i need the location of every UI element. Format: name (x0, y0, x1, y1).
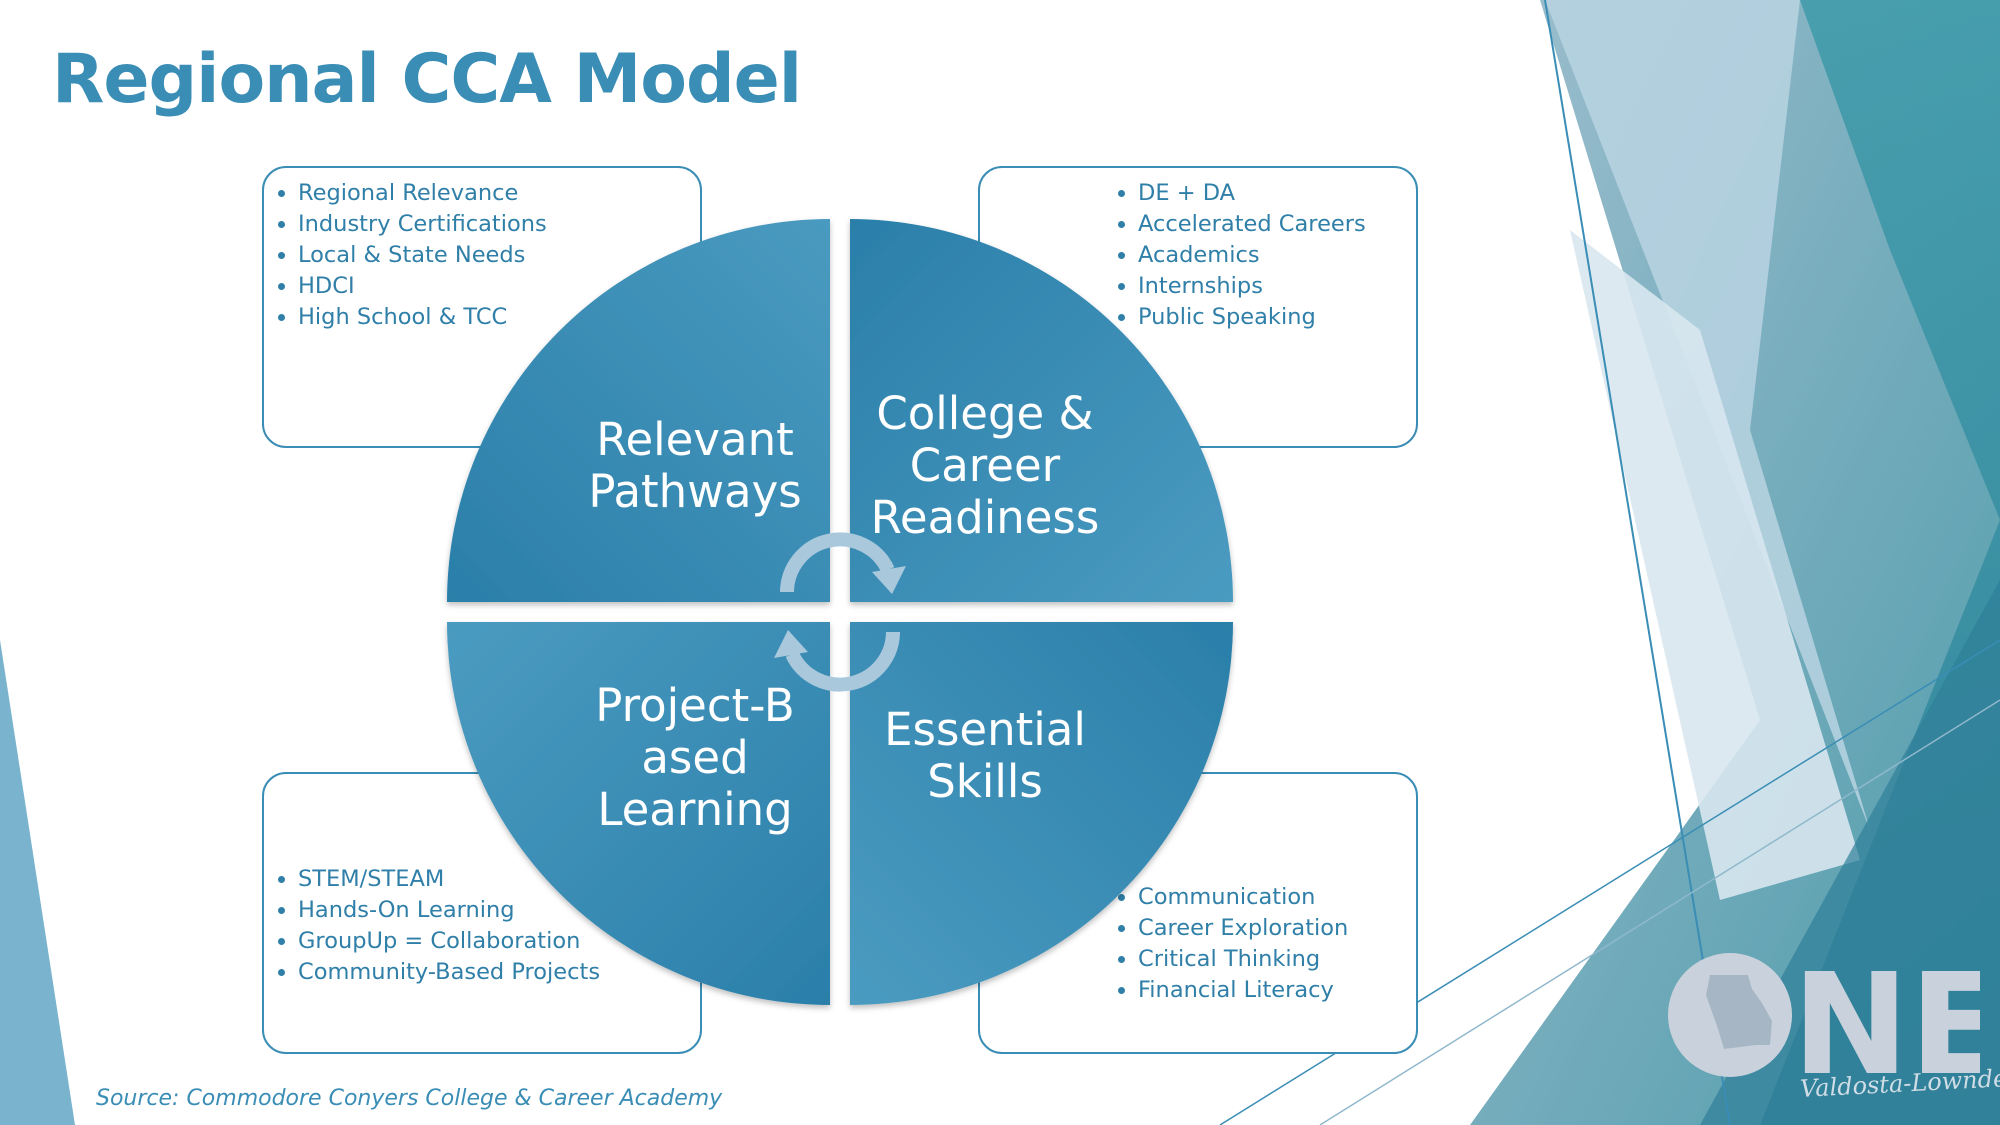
list-item: Public Speaking (1138, 302, 1538, 333)
box-essential-skills-details: Communication Career Exploration Critica… (978, 772, 1418, 1054)
source-citation: Source: Commodore Conyers College & Care… (96, 1086, 723, 1111)
right-thin-line-1 (1544, 0, 1731, 1125)
right-shape-pale (1570, 230, 1860, 900)
list-item: Local & State Needs (298, 240, 698, 271)
one-logo: NE (1668, 945, 1980, 1107)
list-item: HDCI (298, 271, 698, 302)
list-item: High School & TCC (298, 302, 698, 333)
bullet-list: Regional Relevance Industry Certificatio… (276, 178, 698, 333)
page-title: Regional CCA Model (52, 40, 802, 119)
list-item: Communication (1138, 882, 1538, 913)
list-item: GroupUp = Collaboration (298, 926, 698, 957)
quadrant-essential-skills (850, 622, 1233, 1005)
quadrant-relevant-pathways (447, 219, 830, 602)
list-item: STEM/STEAM (298, 864, 698, 895)
list-item: Internships (1138, 271, 1538, 302)
bullet-list: Communication Career Exploration Critica… (1116, 882, 1538, 1006)
quadrant-project-based-learning (447, 622, 830, 1005)
list-item: Critical Thinking (1138, 944, 1538, 975)
bullet-list: DE + DA Accelerated Careers Academics In… (1116, 178, 1538, 333)
quadrant-label-college-career-readiness: College & Career Readiness (870, 387, 1100, 544)
arrowhead-icon (774, 630, 808, 658)
cycle-arrows-icon (780, 532, 900, 692)
logo-text: NE (1792, 945, 1980, 1107)
list-item: Financial Literacy (1138, 975, 1538, 1006)
list-item: Hands-On Learning (298, 895, 698, 926)
georgia-state-map-icon (1706, 975, 1772, 1049)
right-thin-line-3 (1319, 699, 2000, 1125)
quadrant-label-relevant-pathways: Relevant Pathways (588, 413, 802, 518)
list-item: Industry Certifications (298, 209, 698, 240)
list-item: Regional Relevance (298, 178, 698, 209)
bullet-list: STEM/STEAM Hands-On Learning GroupUp = C… (276, 864, 698, 988)
list-item: Accelerated Careers (1138, 209, 1538, 240)
list-item: Community-Based Projects (298, 957, 698, 988)
quadrant-college-career-readiness (850, 219, 1233, 602)
quadrant-label-essential-skills: Essential Skills (884, 703, 1086, 808)
list-item: Career Exploration (1138, 913, 1538, 944)
list-item: Academics (1138, 240, 1538, 271)
left-shape (0, 640, 75, 1125)
quadrant-label-project-based-learning: Project-B ased Learning (595, 679, 795, 836)
list-item: DE + DA (1138, 178, 1538, 209)
arrowhead-icon (872, 566, 906, 594)
